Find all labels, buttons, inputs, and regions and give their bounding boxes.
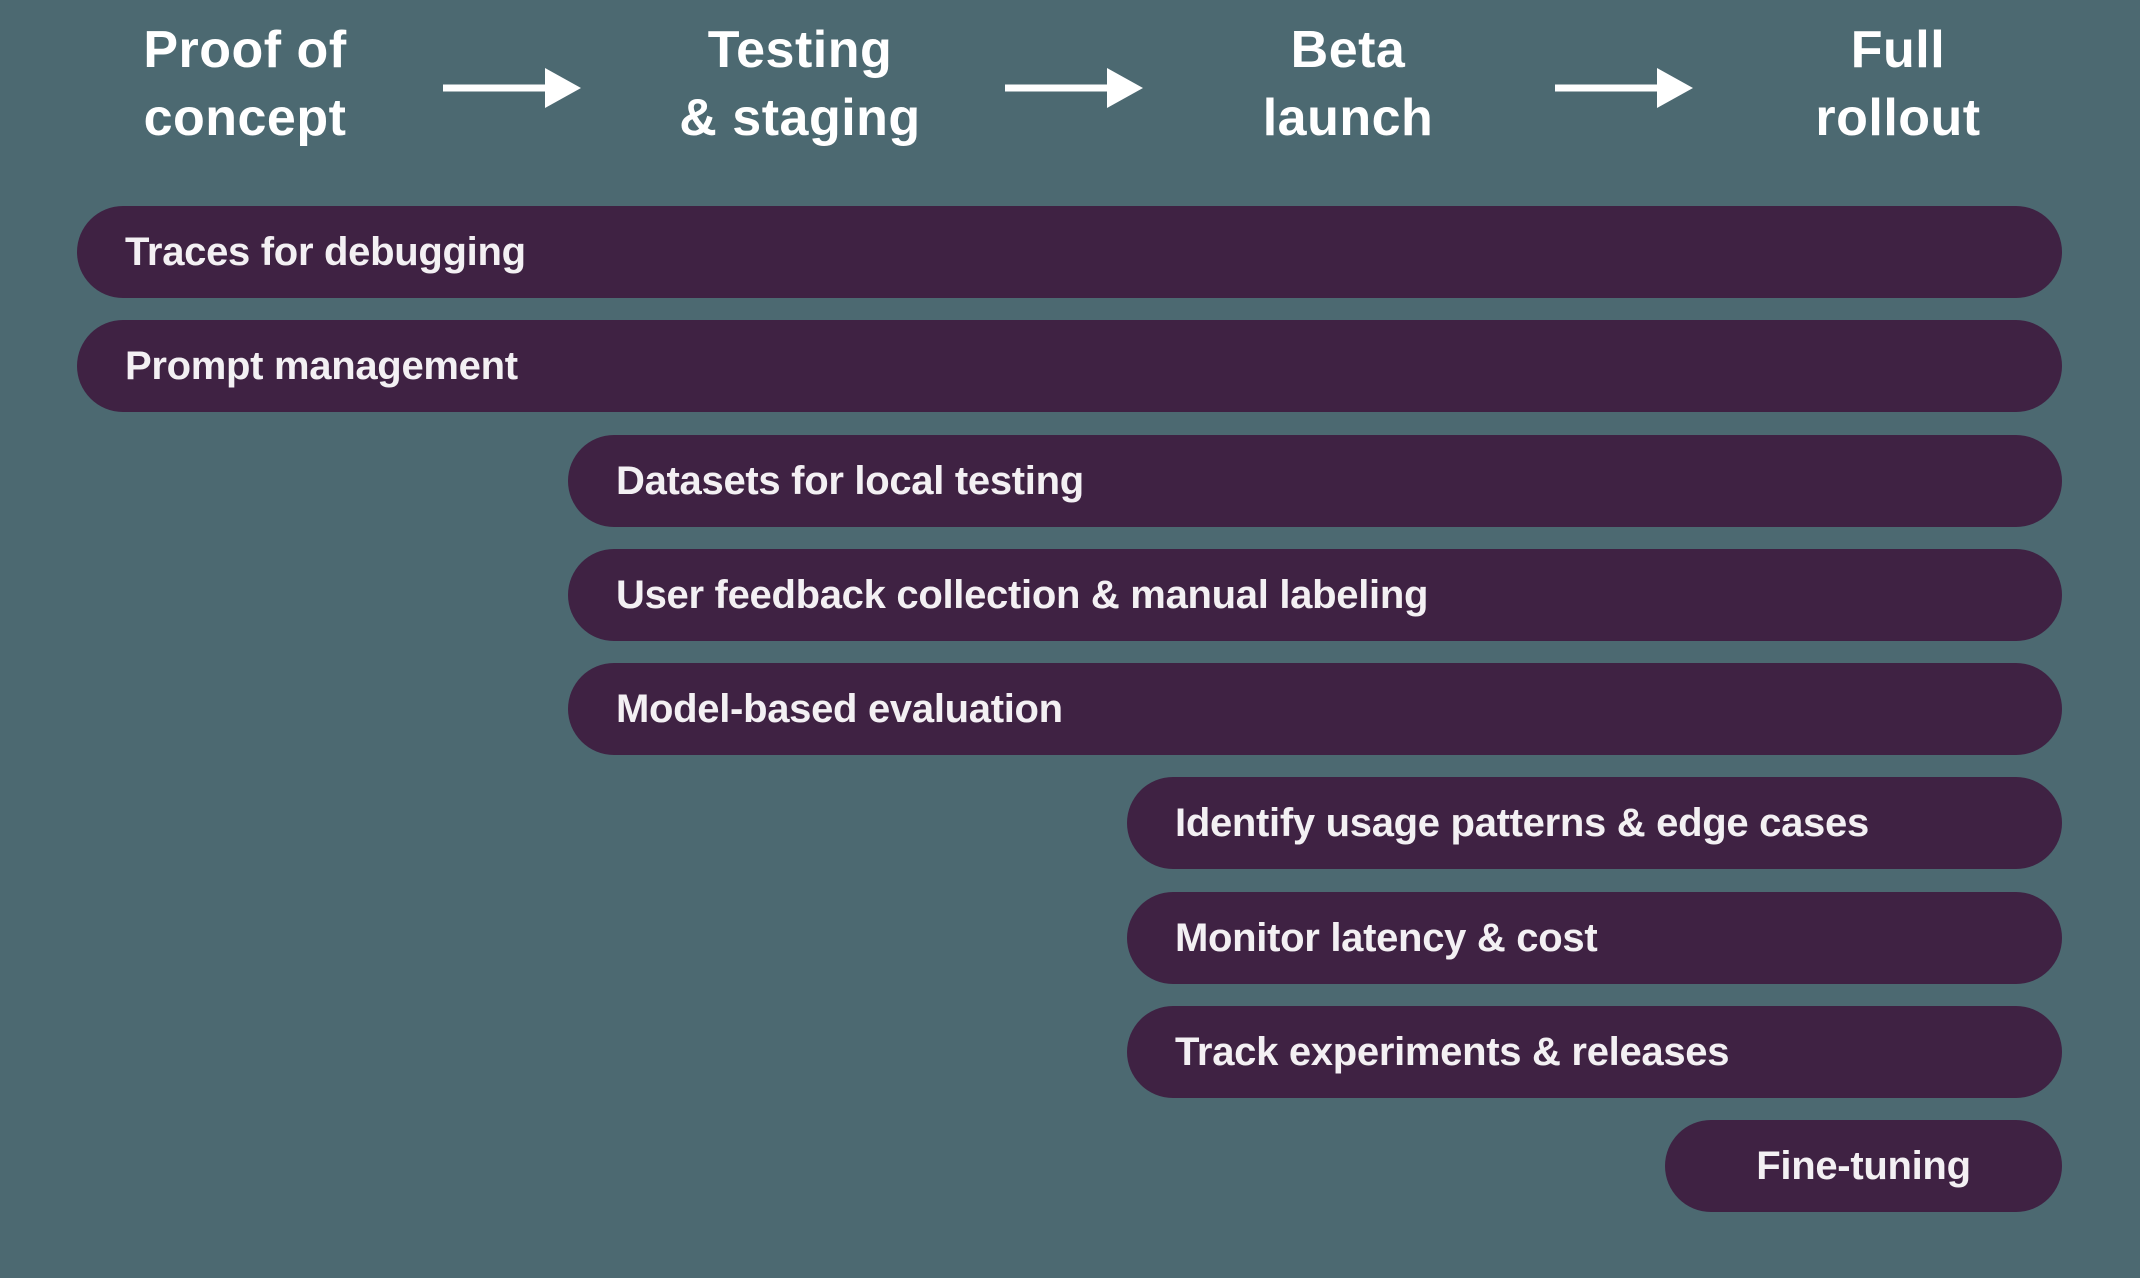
bar-label: Fine-tuning (1756, 1143, 1971, 1188)
stage-label-line: launch (1262, 89, 1434, 147)
bar-prompt-management: Prompt management (77, 320, 2062, 412)
bar-user-feedback-collection-manual-labeling: User feedback collection & manual labeli… (568, 549, 2062, 641)
stage-label-line: Proof of (143, 21, 347, 79)
bar-label: Traces for debugging (125, 229, 526, 274)
stage-label-line: Full (1850, 21, 1946, 79)
bar-fine-tuning: Fine-tuning (1665, 1120, 2062, 1212)
stage-full-rollout: Full rollout (1638, 16, 2140, 152)
right-arrow-icon (1555, 68, 1693, 108)
bar-label: Monitor latency & cost (1175, 915, 1598, 960)
bar-label: User feedback collection & manual labeli… (616, 572, 1429, 617)
bar-model-based-evaluation: Model-based evaluation (568, 663, 2062, 755)
bar-datasets-for-local-testing: Datasets for local testing (568, 435, 2062, 527)
bar-identify-usage-patterns-edge-cases: Identify usage patterns & edge cases (1127, 777, 2062, 869)
bar-label: Datasets for local testing (616, 458, 1084, 503)
bar-label: Identify usage patterns & edge cases (1175, 800, 1869, 845)
stage-label-line: concept (143, 89, 347, 147)
stage-label-line: Beta (1290, 21, 1406, 79)
stage-label-line: & staging (679, 89, 921, 147)
stage-label-line: rollout (1815, 89, 1981, 147)
bar-label: Model-based evaluation (616, 686, 1063, 731)
right-arrow-icon (443, 68, 581, 108)
right-arrow-icon (1005, 68, 1143, 108)
bar-monitor-latency-cost: Monitor latency & cost (1127, 892, 2062, 984)
bar-track-experiments-releases: Track experiments & releases (1127, 1006, 2062, 1098)
bar-traces-for-debugging: Traces for debugging (77, 206, 2062, 298)
stage-testing-staging: Testing & staging (540, 16, 1060, 152)
bar-label: Prompt management (125, 343, 518, 388)
stage-proof-of-concept: Proof of concept (0, 16, 505, 152)
stage-label-line: Testing (707, 21, 893, 79)
bar-label: Track experiments & releases (1175, 1029, 1730, 1074)
stage-beta-launch: Beta launch (1088, 16, 1608, 152)
